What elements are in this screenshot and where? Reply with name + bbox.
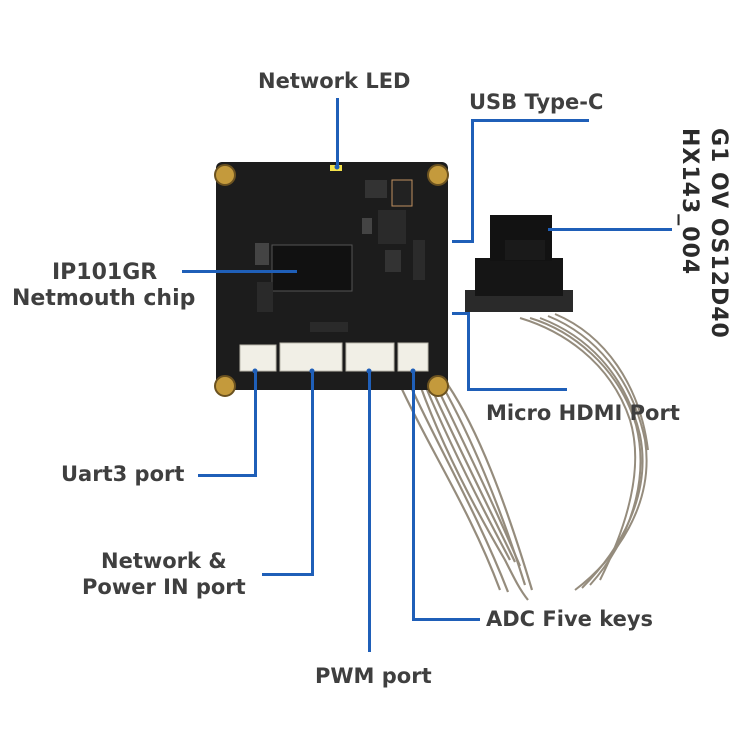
callout-micro-hdmi-foot — [452, 312, 470, 315]
callout-usb-type-c-foot — [452, 240, 474, 243]
callout-network-power-h — [262, 573, 314, 576]
callout-adc-h — [412, 618, 480, 621]
callout-uart3-h — [198, 474, 257, 477]
callout-uart3-v — [254, 371, 257, 476]
callout-pwm — [368, 371, 371, 652]
label-micro-hdmi: Micro HDMI Port — [486, 401, 680, 425]
camera-module — [465, 215, 573, 312]
label-adc-keys: ADC Five keys — [486, 607, 654, 631]
label-network-power-1: Network & — [101, 549, 227, 573]
callout-sensor — [548, 228, 672, 231]
cable-bundle — [399, 384, 534, 601]
callout-usb-type-c-v — [471, 119, 474, 242]
label-ip101gr: IP101GR — [52, 260, 158, 285]
label-sensor-model: G1 OV OS12D40 — [706, 128, 731, 339]
board-components — [255, 179, 425, 332]
callout-adc-v — [412, 371, 415, 620]
label-netmouth-chip: Netmouth chip — [12, 286, 196, 311]
callout-network-power-v — [311, 371, 314, 575]
label-usb-type-c: USB Type-C — [469, 90, 604, 114]
label-sensor-board: HX143_004 — [677, 128, 702, 276]
callout-micro-hdmi-v — [467, 312, 470, 390]
callout-network-led — [336, 98, 339, 166]
label-network-led: Network LED — [258, 69, 411, 93]
callout-usb-type-c-h — [471, 119, 589, 122]
mounting-holes — [214, 164, 449, 397]
label-pwm: PWM port — [315, 664, 432, 688]
connectors — [239, 342, 429, 372]
label-network-power-2: Power IN port — [82, 575, 246, 599]
callout-ip101gr — [182, 270, 297, 273]
camera-cable — [519, 313, 649, 591]
label-uart3: Uart3 port — [61, 462, 185, 486]
callout-micro-hdmi-h — [467, 388, 567, 391]
